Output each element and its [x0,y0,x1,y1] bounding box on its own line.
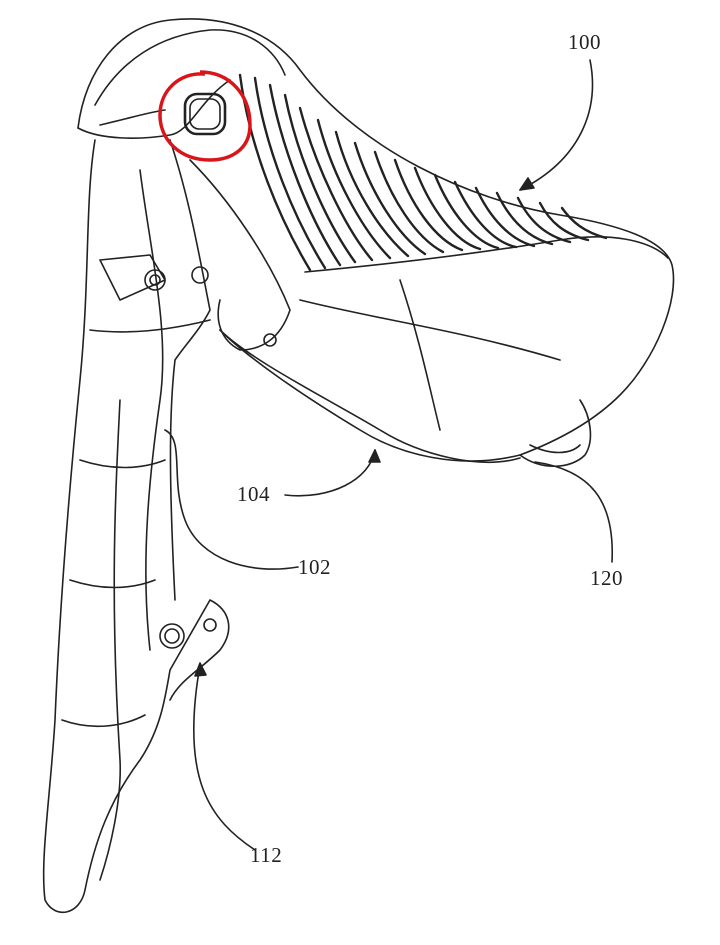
label-104: 104 [237,482,270,506]
leader-120 [534,461,613,563]
hood-outline [77,18,675,462]
leader-112 [192,664,256,851]
leader-100 [519,59,594,191]
shift-lever [169,139,211,601]
leader-102 [164,429,299,570]
label-102: 102 [298,555,331,579]
label-112: 112 [250,843,283,867]
label-120: 120 [590,566,623,590]
brake-lever [42,139,230,914]
label-100: 100 [568,30,601,54]
leader-104 [284,449,376,497]
hood-top [77,79,231,139]
highlight-circle [158,70,252,162]
